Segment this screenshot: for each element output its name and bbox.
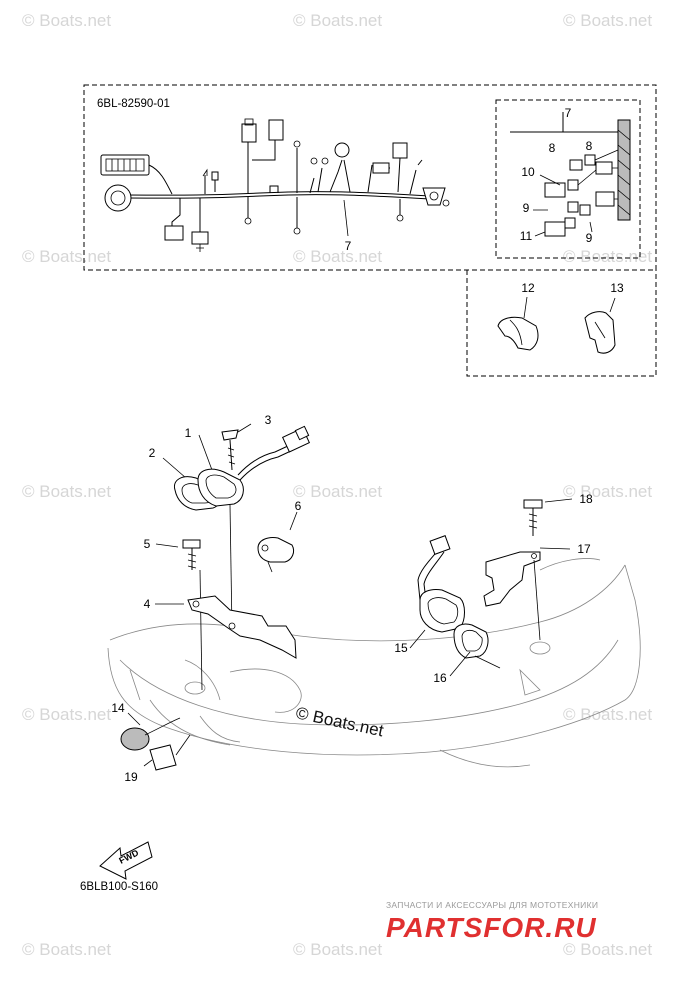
harness-panel: 6BL-82590-01 <box>83 84 657 377</box>
watermark: © Boats.net <box>22 482 111 501</box>
callout-7: 7 <box>565 106 572 120</box>
watermark: © Boats.net <box>22 940 111 959</box>
callout-10: 10 <box>521 165 535 179</box>
brand-name: PARTSFOR.RU <box>386 912 597 943</box>
clamps <box>497 296 616 354</box>
mount-assembly: FWD <box>99 423 641 880</box>
callout-17: 17 <box>577 542 591 556</box>
watermark: © Boats.net <box>22 11 111 30</box>
watermark-layer: © Boats.net © Boats.net © Boats.net © Bo… <box>22 11 652 959</box>
watermark: © Boats.net <box>293 11 382 30</box>
callout-3: 3 <box>265 413 272 427</box>
callout-labels: 7 7 8 8 10 9 9 11 12 13 1 2 3 4 5 6 14 1… <box>111 106 624 784</box>
brand-tagline: ЗАПЧАСТИ И АКСЕССУАРЫ ДЛЯ МОТОТЕХНИКИ <box>386 900 598 910</box>
watermark: © Boats.net <box>563 705 652 724</box>
diagram-code: 6BLB100-S160 <box>80 881 158 893</box>
watermark: © Boats.net <box>563 482 652 501</box>
callout-1: 1 <box>185 426 192 440</box>
callout-7: 7 <box>345 239 352 253</box>
callout-12: 12 <box>521 281 535 295</box>
watermark: © Boats.net <box>563 11 652 30</box>
callout-19: 19 <box>124 770 138 784</box>
callout-8: 8 <box>586 139 593 153</box>
watermark: © Boats.net <box>293 940 382 959</box>
watermark: © Boats.net <box>293 482 382 501</box>
watermark: © Boats.net <box>22 705 111 724</box>
callout-15: 15 <box>394 641 408 655</box>
callout-9: 9 <box>586 231 593 245</box>
callout-18: 18 <box>579 492 593 506</box>
harness-code: 6BL-82590-01 <box>97 98 170 110</box>
callout-11: 11 <box>520 229 533 243</box>
fwd-arrow-icon: FWD <box>99 841 153 880</box>
center-watermark: © Boats.net <box>294 703 385 740</box>
watermark: © Boats.net <box>563 940 652 959</box>
partsfor-logo: ЗАПЧАСТИ И АКСЕССУАРЫ ДЛЯ МОТОТЕХНИКИ PA… <box>386 900 598 943</box>
watermark: © Boats.net <box>293 247 382 266</box>
watermark: © Boats.net <box>563 247 652 266</box>
callout-14: 14 <box>111 701 125 715</box>
callout-5: 5 <box>144 537 151 551</box>
callout-16: 16 <box>433 671 447 685</box>
callout-13: 13 <box>610 281 624 295</box>
callout-9: 9 <box>523 201 530 215</box>
callout-4: 4 <box>144 597 151 611</box>
harness-inset-detail <box>510 112 631 237</box>
wire-harness <box>100 118 450 252</box>
callout-6: 6 <box>295 499 302 513</box>
callout-8: 8 <box>549 141 556 155</box>
watermark: © Boats.net <box>22 247 111 266</box>
callout-2: 2 <box>149 446 156 460</box>
